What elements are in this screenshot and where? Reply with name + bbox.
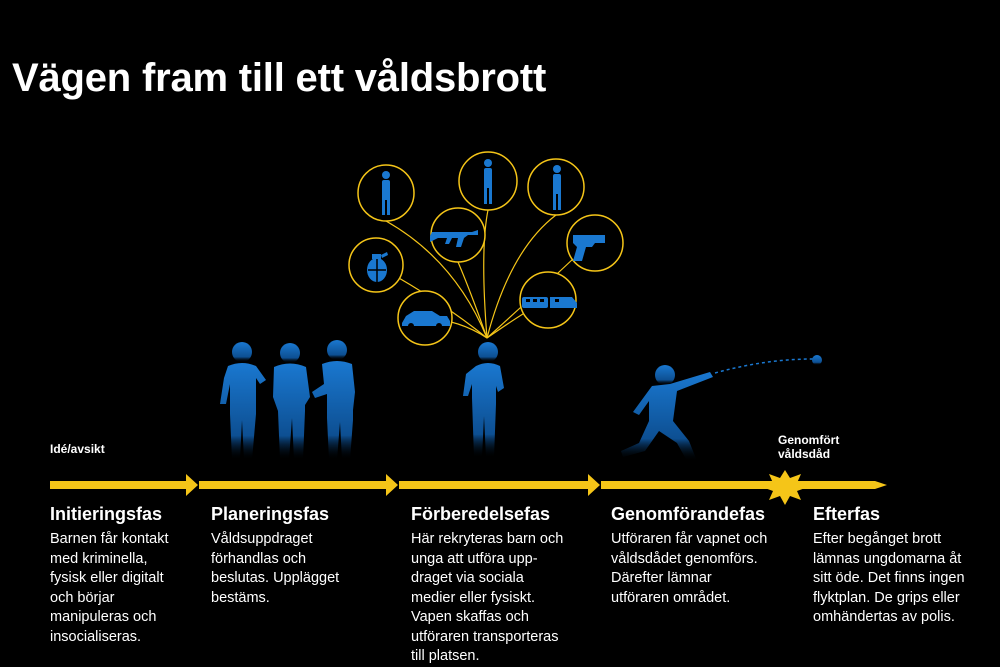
figure-person (273, 343, 310, 460)
timeline-segment (199, 474, 398, 496)
timeline-segment (601, 481, 887, 489)
planning-group-figures (220, 340, 355, 460)
figure-person (312, 340, 355, 460)
phase-text-efter: Efter begånget brott lämnas ungdomarna å… (813, 531, 965, 625)
car-icon (402, 311, 450, 329)
person-icon (382, 171, 390, 215)
grenade-icon (367, 252, 388, 282)
phase-text-forberedelse: Här rekryteras barn och unga att utföra … (411, 531, 564, 664)
prep-phone-figure (463, 342, 504, 458)
rifle-icon (430, 230, 478, 247)
phase-title-planering: Planeringsfas (211, 504, 330, 524)
phase-text-initiering: Barnen får kontakt med kriminella, fysis… (50, 531, 169, 645)
person-icon (553, 165, 561, 210)
phase-title-genomforande: Genomförandefas (611, 504, 766, 524)
start-label: Idé/avsikt (50, 442, 105, 456)
timeline-segment (50, 474, 198, 496)
phase-title-initiering: Initieringsfas (50, 504, 163, 524)
throwing-figure (621, 355, 822, 461)
person-icon (484, 159, 492, 204)
timeline-segment (399, 474, 600, 496)
event-label: Genomfört våldsdåd (778, 433, 840, 461)
page-title: Vägen fram till ett våldsbrott (12, 56, 547, 100)
phase-text-planering: Våldsuppdraget förhandlas och beslutas. … (211, 531, 340, 606)
figure-person (220, 342, 266, 460)
grenade-icon (812, 355, 822, 365)
phase-text-genomforande: Utföraren får vapnet och våldsdådet geno… (611, 531, 768, 606)
pistol-icon (573, 235, 605, 261)
phase-title-forberedelse: Förberedelsefas (411, 504, 551, 524)
train-icon (522, 297, 577, 308)
phase-title-efter: Efterfas (813, 504, 881, 524)
event-star-icon (762, 470, 808, 505)
timeline (50, 470, 887, 505)
